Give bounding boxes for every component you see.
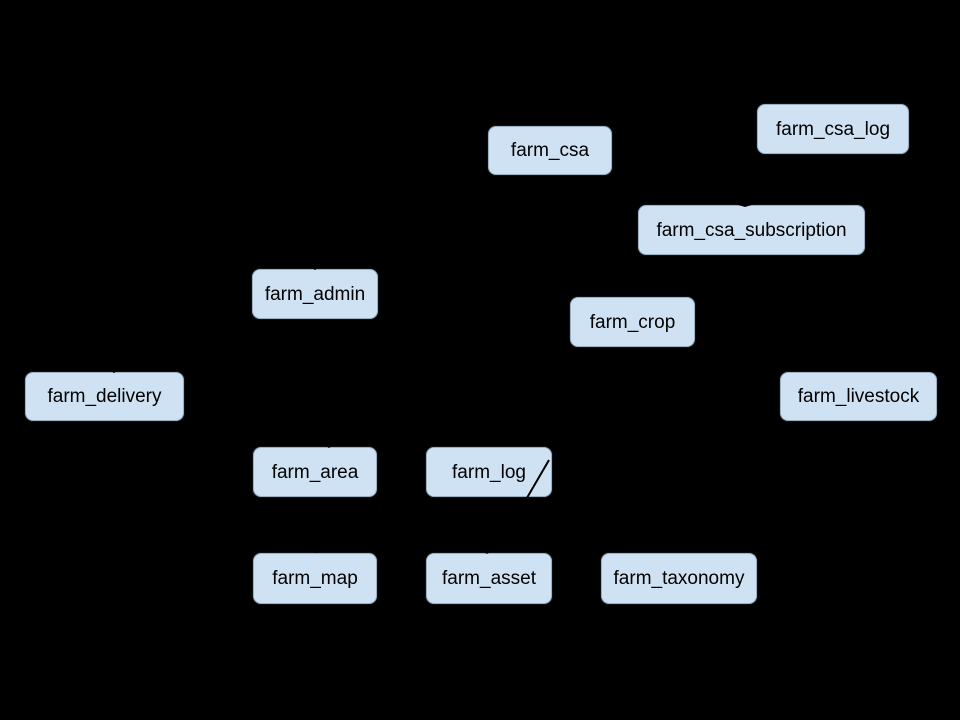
node-farm_csa_subscription: farm_csa_subscription [637, 204, 866, 256]
node-farm_log: farm_log [425, 446, 553, 498]
node-farm_area: farm_area [252, 446, 378, 498]
node-farm_delivery: farm_delivery [24, 371, 185, 422]
node-farm_map: farm_map [252, 552, 378, 605]
node-farm_taxonomy: farm_taxonomy [600, 552, 758, 605]
node-farm_csa_log: farm_csa_log [756, 103, 910, 155]
node-farm_crop: farm_crop [569, 296, 696, 348]
node-farm_asset: farm_asset [425, 552, 553, 605]
node-farm_livestock: farm_livestock [779, 371, 938, 422]
node-farm_csa: farm_csa [487, 125, 613, 176]
node-farm_admin: farm_admin [251, 268, 379, 320]
